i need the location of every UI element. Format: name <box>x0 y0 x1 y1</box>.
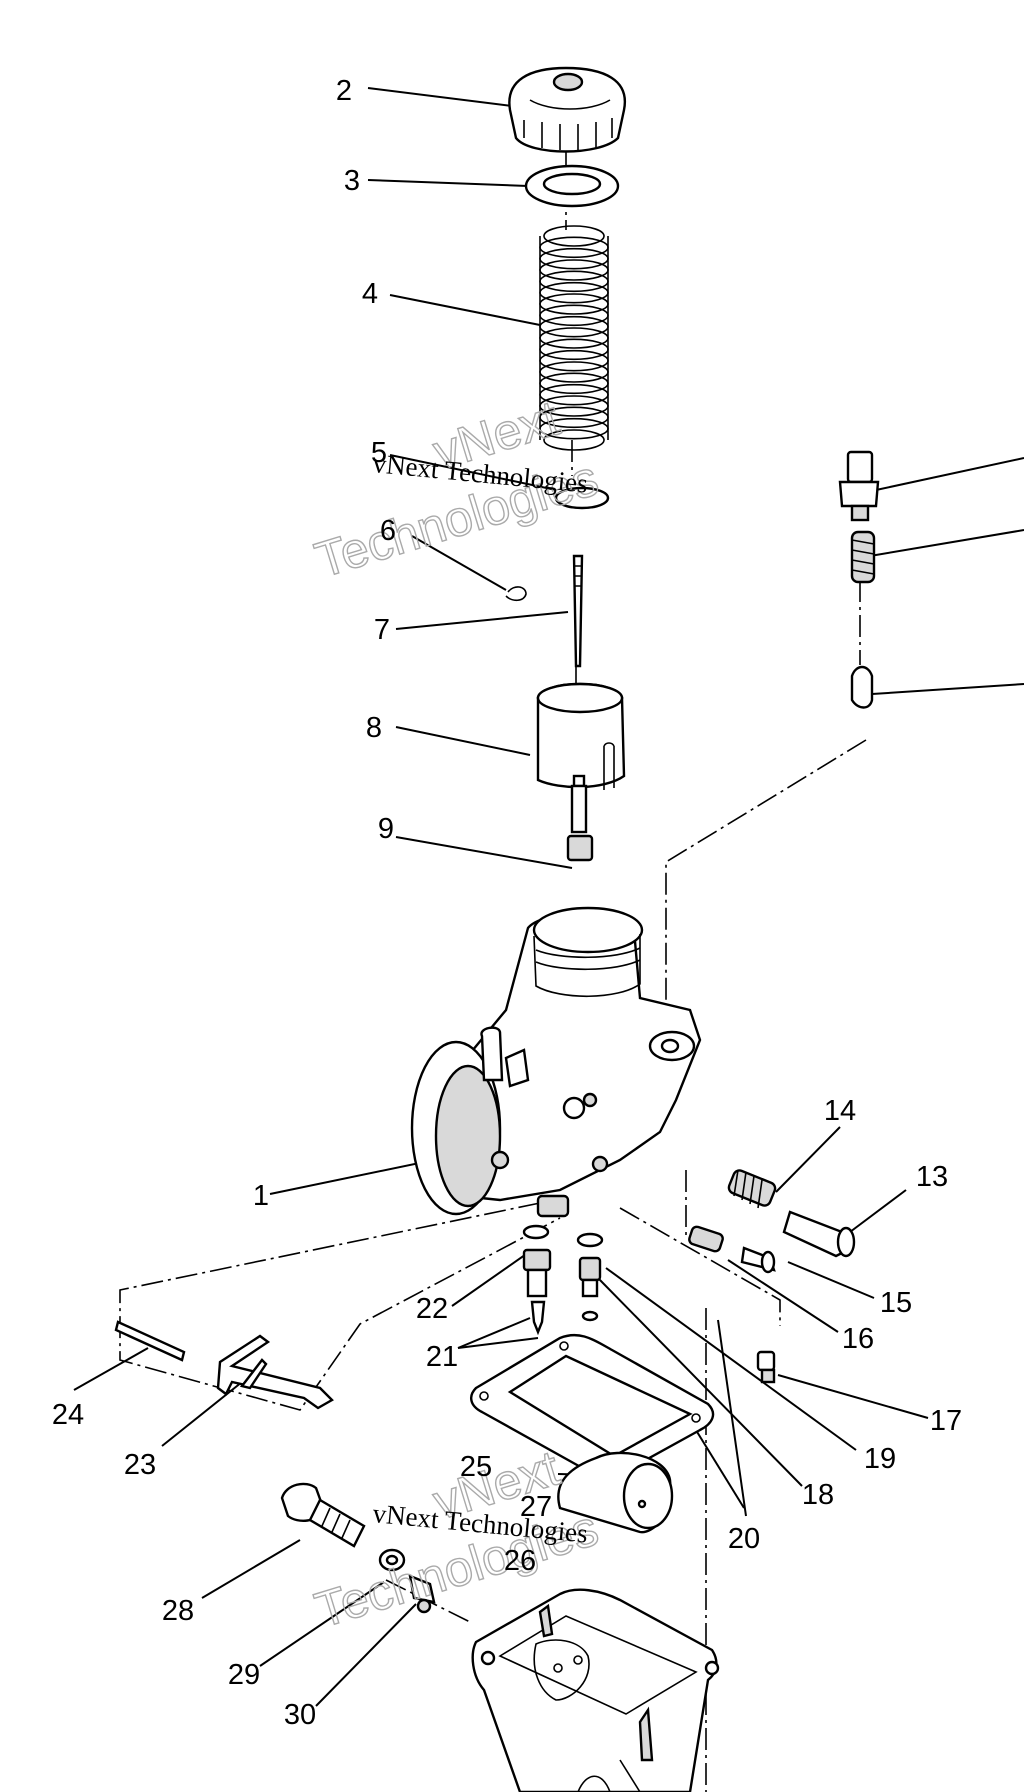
idle-screw <box>782 1210 856 1258</box>
needle-valve <box>530 1300 546 1336</box>
throttle-spring <box>539 225 609 451</box>
main-jet-washer <box>576 1232 604 1248</box>
callout-29: 29 <box>228 1659 260 1691</box>
idle-screw-spring <box>727 1169 777 1209</box>
spring-coil <box>539 293 609 315</box>
float-pin <box>114 1320 186 1362</box>
spring-coil <box>539 327 609 349</box>
callout-5: 5 <box>371 437 387 469</box>
float-needle <box>637 1499 647 1509</box>
upper-fitting-spring <box>850 530 876 584</box>
cap-gasket <box>524 164 620 208</box>
callout-27: 27 <box>520 1491 552 1523</box>
mixing-chamber-cap <box>508 66 627 153</box>
upper-fitting-plunger <box>850 665 874 709</box>
spring-coil <box>539 259 609 281</box>
callout-4: 4 <box>362 278 378 310</box>
carburetor-body <box>410 906 702 1218</box>
callout-26: 26 <box>504 1545 536 1577</box>
pilot-jet-washer <box>522 1224 550 1240</box>
spring-coil <box>539 236 609 259</box>
spring-coil <box>543 225 605 247</box>
pilot-jet <box>408 1574 436 1614</box>
callout-17: 17 <box>930 1405 962 1437</box>
callout-25: 25 <box>460 1451 492 1483</box>
callout-15: 15 <box>880 1287 912 1319</box>
callout-7: 7 <box>374 614 390 646</box>
spring-coil <box>539 338 609 361</box>
air-screw <box>740 1246 776 1274</box>
main-jet-o-ring <box>581 1310 599 1322</box>
callout-16: 16 <box>842 1323 874 1355</box>
callout-3: 3 <box>344 165 360 197</box>
spring-coil <box>539 304 609 327</box>
float-arm <box>216 1334 334 1410</box>
callout-8: 8 <box>366 712 382 744</box>
callout-13: 13 <box>916 1161 948 1193</box>
callout-24: 24 <box>52 1399 84 1431</box>
callout-28: 28 <box>162 1595 194 1627</box>
spring-coil <box>539 281 609 304</box>
throttle-slide <box>536 682 626 790</box>
callout-22: 22 <box>416 1293 448 1325</box>
spring-coil <box>543 429 605 451</box>
float-bowl <box>471 1588 720 1792</box>
needle-valve-seat <box>522 1248 552 1298</box>
air-screw-spring <box>688 1225 724 1253</box>
spring-coil <box>539 349 609 372</box>
bowl-bolt <box>280 1482 366 1548</box>
spring-coil <box>539 372 609 395</box>
callout-9: 9 <box>378 813 394 845</box>
e-clip <box>505 586 527 602</box>
main-jet <box>578 1256 602 1298</box>
float-bowl-gasket <box>470 1333 715 1478</box>
callout-30: 30 <box>284 1699 316 1731</box>
spring-coil <box>539 247 609 270</box>
needle-jet <box>566 774 594 862</box>
callout-19: 19 <box>864 1443 896 1475</box>
callout-labels: 2 3 4 5 6 7 8 9 1 14 13 15 16 17 22 21 2… <box>52 75 962 1731</box>
drain-plug <box>756 1350 776 1384</box>
bowl-bolt-washer <box>378 1548 406 1572</box>
callout-18: 18 <box>802 1479 834 1511</box>
upper-fitting <box>838 450 880 522</box>
spring-coil <box>539 270 609 293</box>
callout-1: 1 <box>253 1180 269 1212</box>
spring-coil <box>539 315 609 338</box>
spring-seat <box>554 486 610 510</box>
callout-2: 2 <box>336 75 352 107</box>
callout-21: 21 <box>426 1341 458 1373</box>
spring-coil <box>539 361 609 383</box>
float <box>557 1451 674 1534</box>
callout-23: 23 <box>124 1449 156 1481</box>
jet-needle <box>572 554 584 668</box>
callout-20: 20 <box>728 1523 760 1555</box>
callout-6: 6 <box>380 515 396 547</box>
callout-14: 14 <box>824 1095 856 1127</box>
